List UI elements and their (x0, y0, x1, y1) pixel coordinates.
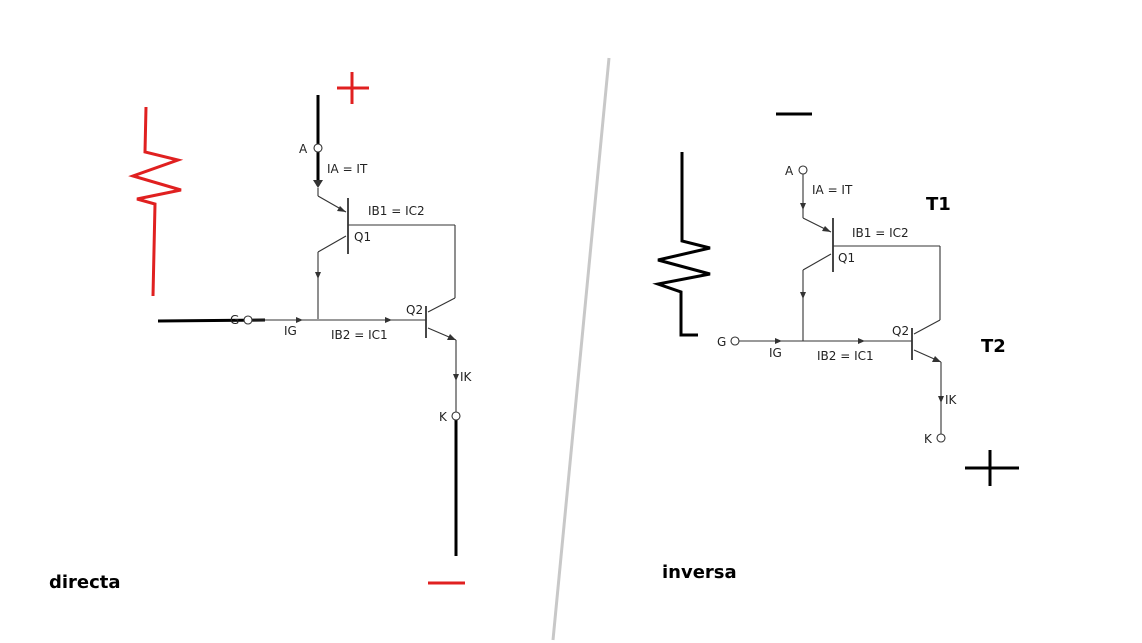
cathode-label: K (439, 410, 448, 424)
anode-current-label-inversa: IA = IT (812, 183, 853, 197)
resistor-inversa (652, 152, 711, 337)
t1-label: T1 (926, 194, 951, 215)
anode-node-inversa (798, 165, 808, 175)
anode-label: A (299, 142, 308, 156)
transistor-q2-inversa (911, 319, 944, 434)
cathode-current-label-inversa: IK (945, 393, 958, 407)
plus-sign-directa (337, 72, 369, 104)
transistor-q1-inversa (800, 217, 941, 341)
gate-node (243, 315, 253, 325)
circuit-inversa: A IA = IT Q1 IB1 = IC2 G IG IB2 = IC1 (652, 112, 1019, 583)
anode-node (313, 143, 323, 153)
anode-current-arrow (313, 180, 323, 188)
transistor-q1-directa (315, 188, 456, 319)
q2-base-current-arrow (385, 317, 392, 323)
t2-label: T2 (981, 336, 1006, 357)
q1-label-inversa: Q1 (838, 251, 855, 265)
circuit-directa: A IA = IT Q1 IB1 = IC2 G IG IB2 = IC1 (49, 72, 473, 593)
anode-current-label: IA = IT (327, 162, 368, 176)
transistor-q2-directa (425, 297, 459, 412)
q1-base-current-label: IB1 = IC2 (368, 204, 425, 218)
caption-inversa: inversa (662, 562, 737, 583)
gate-node-inversa (730, 336, 740, 346)
cathode-node-inversa (936, 433, 946, 443)
q2-label-inversa: Q2 (892, 324, 909, 338)
gate-label: G (230, 313, 239, 327)
gate-label-inversa: G (717, 335, 726, 349)
gate-current-label: IG (284, 324, 297, 338)
resistor-directa (128, 106, 184, 297)
q2-label: Q2 (406, 303, 423, 317)
q1-label: Q1 (354, 230, 371, 244)
q2-base-current-label-inversa: IB2 = IC1 (817, 349, 874, 363)
gate-current-label-inversa: IG (769, 346, 782, 360)
cathode-node (451, 411, 461, 421)
cathode-label-inversa: K (924, 432, 933, 446)
cathode-current-label: IK (460, 370, 473, 384)
plus-sign-inversa (965, 450, 1019, 486)
caption-directa: directa (49, 572, 121, 593)
gate-current-arrow (296, 317, 303, 323)
q1-base-current-label-inversa: IB1 = IC2 (852, 226, 909, 240)
q2-base-current-label: IB2 = IC1 (331, 328, 388, 342)
divider-line (551, 57, 611, 641)
anode-label-inversa: A (785, 164, 794, 178)
